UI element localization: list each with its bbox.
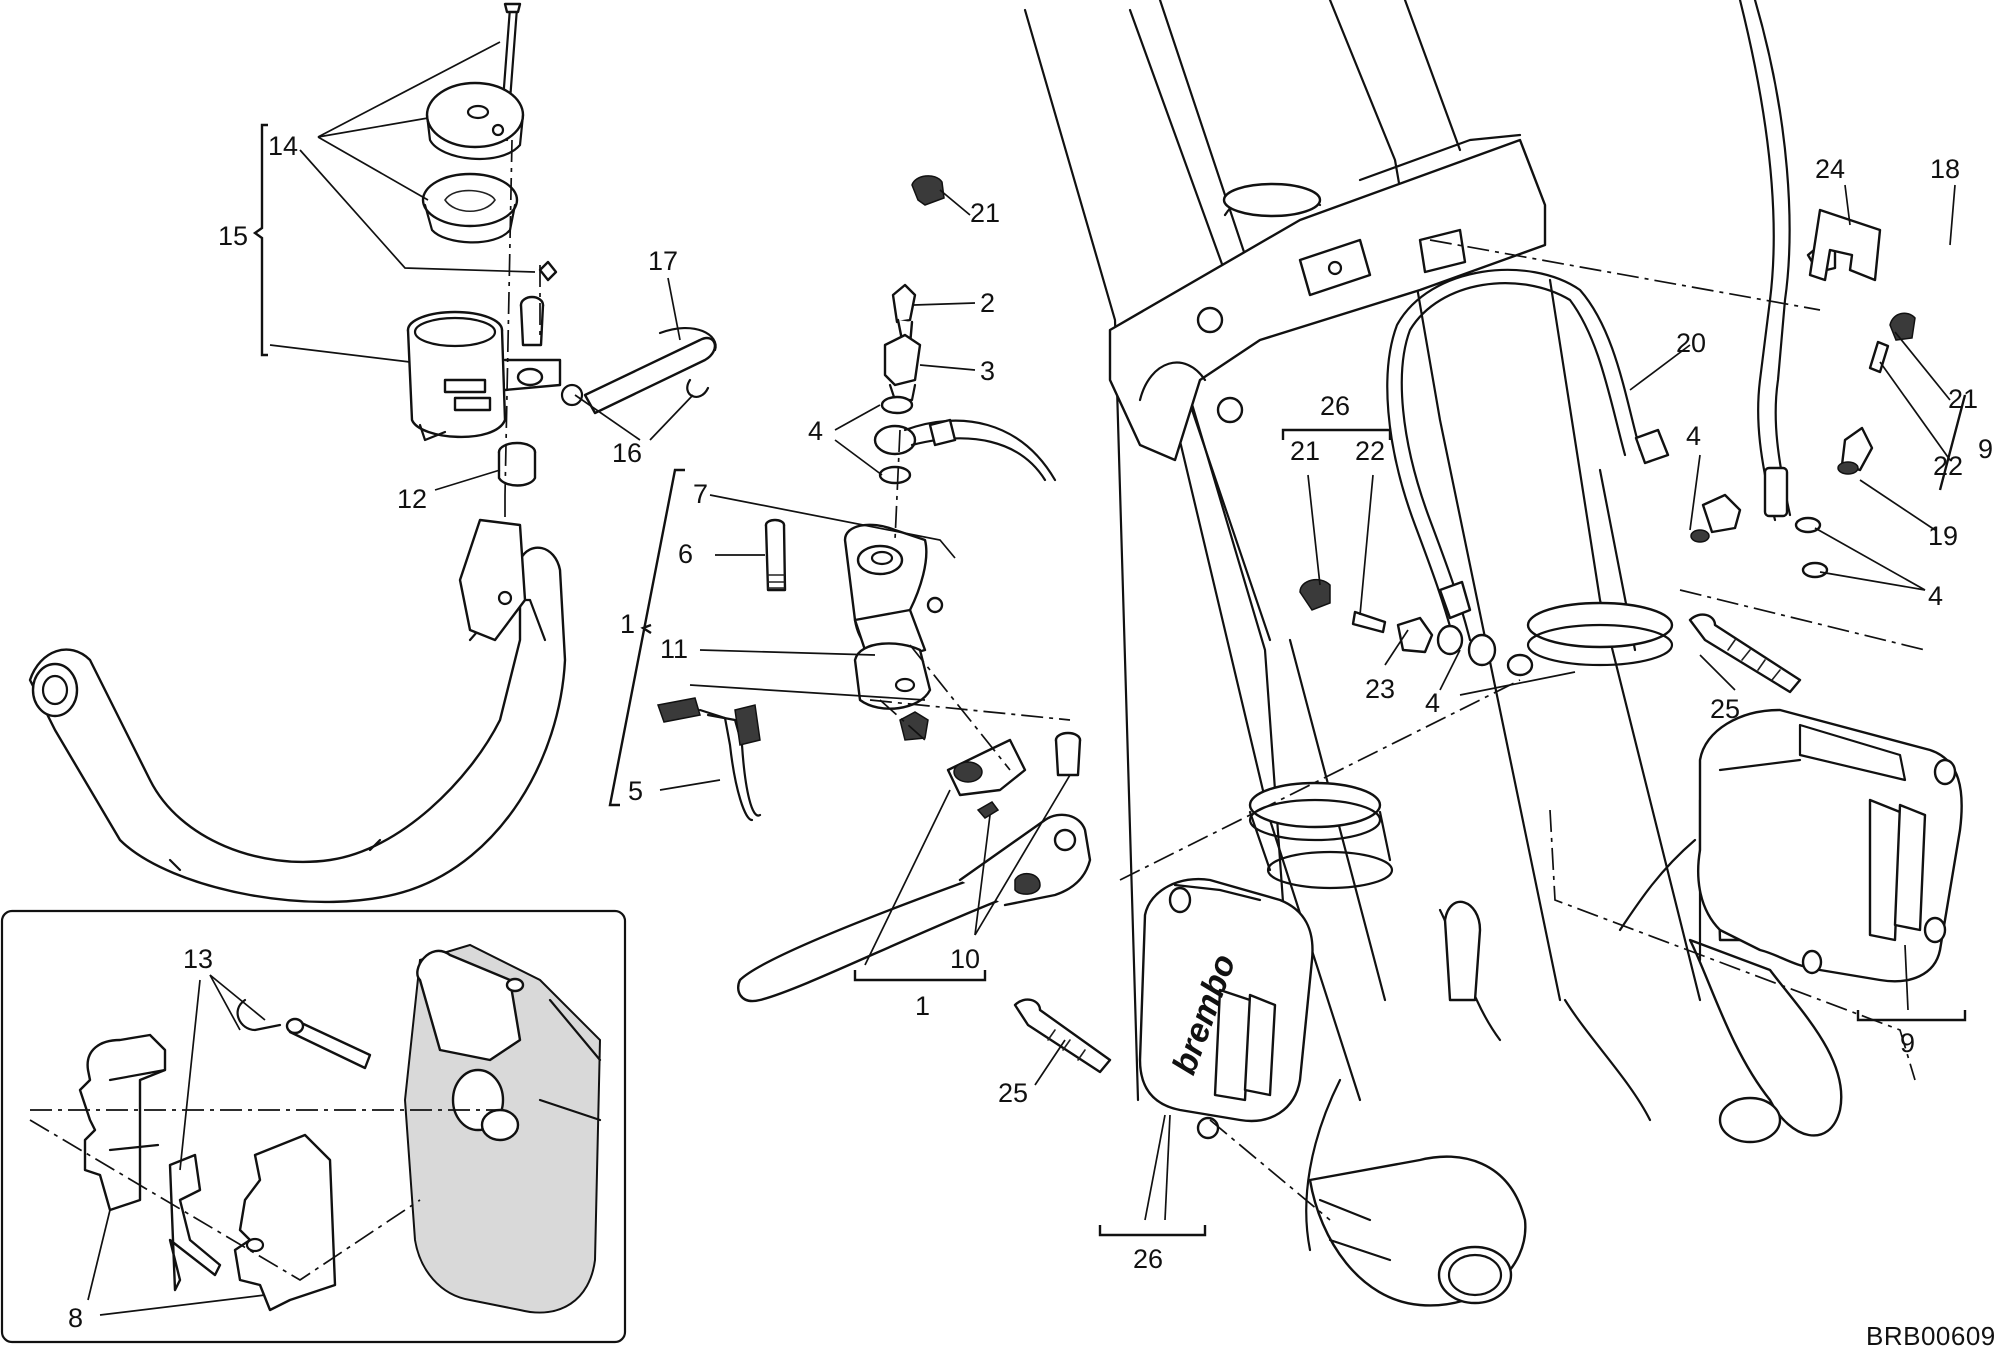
callout-8: 8	[68, 1303, 83, 1333]
callout-5: 5	[628, 776, 643, 806]
callout-23: 23	[1365, 674, 1395, 704]
callout-labels: 14 15 17 16 12 21 2 3 4 7 6 1 11 5 10 1 …	[68, 131, 1996, 1351]
callout-24: 24	[1815, 154, 1845, 184]
callout-4-right-bottom: 4	[1928, 581, 1943, 611]
callout-6: 6	[678, 539, 693, 569]
front-fork	[1023, 0, 1843, 1307]
callout-9-right: 9	[1978, 434, 1993, 464]
callout-11: 11	[660, 634, 688, 664]
callout-21-mid: 21	[1290, 436, 1320, 466]
callout-3: 3	[980, 356, 995, 386]
callout-25-left: 25	[998, 1078, 1028, 1108]
callout-4-right-top: 4	[1686, 421, 1701, 451]
callout-22-mid: 22	[1355, 436, 1385, 466]
callout-20: 20	[1676, 328, 1706, 358]
hand-guard	[28, 518, 567, 904]
callout-9-bottom: 9	[1900, 1028, 1915, 1058]
callout-7: 7	[693, 479, 708, 509]
callout-14: 14	[268, 131, 298, 161]
bleeder-fittings-26	[1299, 578, 1534, 677]
callout-10: 10	[950, 944, 980, 974]
callout-18: 18	[1930, 154, 1960, 184]
callout-1-bracket: 1	[620, 609, 635, 639]
brake-hose-20	[1386, 268, 1670, 647]
leader-lines	[87, 41, 1967, 1316]
callout-26-bottom: 26	[1133, 1244, 1163, 1274]
callout-22-right: 22	[1933, 451, 1963, 481]
callout-19: 19	[1928, 521, 1958, 551]
callout-25-right: 25	[1710, 694, 1740, 724]
callout-26-top: 26	[1320, 391, 1350, 421]
fluid-reservoir-assembly	[406, 2, 717, 600]
left-brake-caliper: brembo	[1013, 679, 1521, 1221]
drawing-code: BRB00609	[1866, 1321, 1996, 1351]
right-brake-caliper	[1549, 589, 1963, 1081]
callout-21-center: 21	[970, 198, 1000, 228]
brake-pad-inset	[0, 909, 627, 1344]
callout-13: 13	[183, 944, 213, 974]
brake-master-cylinder	[657, 175, 1092, 1003]
callout-2: 2	[980, 288, 995, 318]
callout-16: 16	[612, 438, 642, 468]
callout-4-center: 4	[808, 416, 823, 446]
callout-17: 17	[648, 246, 678, 276]
callout-15: 15	[218, 221, 248, 251]
callout-21-right: 21	[1948, 384, 1978, 414]
callout-12: 12	[397, 484, 427, 514]
callout-4-mid: 4	[1425, 688, 1440, 718]
callout-1-bottom: 1	[915, 991, 930, 1021]
right-fittings-9	[1429, 208, 1916, 579]
